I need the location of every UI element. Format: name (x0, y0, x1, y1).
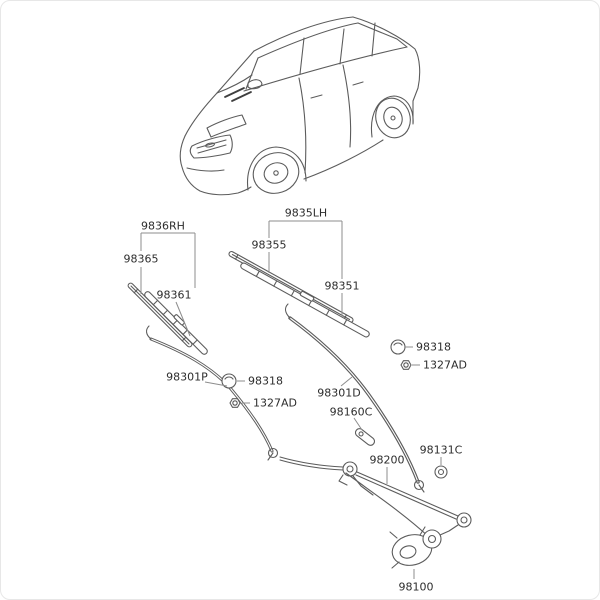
motor-end-cap (399, 545, 417, 559)
car-c-pillar (339, 28, 345, 65)
car-roofline (253, 16, 354, 52)
blade-hatching (152, 299, 198, 345)
wiper-blade-rh (144, 291, 208, 355)
car-wipers-mark (224, 87, 252, 102)
car-mirror (247, 79, 263, 90)
hex-nut-icon (400, 360, 412, 370)
car-hood (184, 92, 218, 137)
arm-shaft-core (150, 338, 273, 452)
part-label-1327ad-right[interactable]: 1327AD (423, 359, 467, 372)
linkage-right-pivot (456, 512, 472, 528)
car-rear-tire (375, 97, 411, 139)
hex-nut-icon (229, 398, 241, 408)
car-grille-bars (196, 139, 227, 154)
linkage-right-pivot-shaft (460, 516, 468, 524)
part-label-98318-right[interactable]: 98318 (416, 341, 451, 354)
part-label-98200[interactable]: 98200 (370, 454, 405, 467)
part-label-98160c[interactable]: 98160C (330, 406, 373, 419)
car-quarter-glass (357, 22, 408, 48)
wiper-arm-d (285, 303, 425, 493)
wiper-blade-lh (240, 262, 370, 338)
arm-pivot (413, 479, 425, 491)
linkage-left-mount (338, 474, 348, 486)
linkage-left-pivot-shaft (346, 465, 354, 473)
car-front-hub (273, 170, 279, 176)
arm-hook (285, 303, 291, 319)
refill-detail (130, 285, 190, 345)
car-door-handle (310, 94, 323, 99)
pivot-cap-icon (390, 339, 406, 355)
car-front-fascia (179, 135, 252, 196)
linkage-main-rod (355, 471, 459, 520)
leader-blade-rh (175, 301, 191, 337)
arm-shaft-core (289, 317, 419, 483)
linkage-left-rod (279, 456, 344, 471)
leader-arm-d (340, 376, 353, 387)
arm-pivot-stud (418, 484, 425, 493)
part-label-98351[interactable]: 98351 (325, 280, 360, 293)
vehicle-outline-illustration (179, 16, 421, 196)
linkage-lower-rod (345, 472, 430, 538)
bracket-rh-group (140, 232, 196, 288)
part-label-98301d[interactable]: 98301D (317, 387, 360, 400)
car-window-top (257, 22, 359, 59)
blade-clip (173, 314, 185, 326)
car-d-pillar (371, 22, 376, 57)
wiper-motor (389, 526, 442, 569)
motor-shaft (427, 534, 437, 544)
leader-arm-p (204, 381, 228, 387)
car-cowl (216, 74, 253, 94)
car-a-pillar (216, 50, 255, 94)
part-label-98365[interactable]: 98365 (124, 253, 159, 266)
car-door-handle (352, 81, 364, 86)
arm-pivot-stud (267, 452, 274, 461)
motor-mount-tabs (389, 526, 426, 569)
car-front-tire (252, 152, 300, 194)
part-label-98361[interactable]: 98361 (157, 289, 192, 302)
motor-gear-housing (422, 529, 442, 549)
car-rear-door-seam (342, 64, 352, 148)
car-b-pillar (299, 37, 305, 75)
car-rear-hub (390, 115, 396, 121)
blade-hatching (255, 270, 348, 326)
part-label-98318-mid[interactable]: 98318 (248, 375, 283, 388)
bracket-lh-group (268, 220, 343, 279)
blade-strip (240, 262, 370, 338)
arm-hook (146, 325, 152, 340)
car-beltline (243, 46, 408, 92)
mounting-bracket (354, 428, 376, 446)
leader-lines (140, 220, 442, 579)
part-label-98131c[interactable]: 98131C (420, 444, 463, 457)
leader-bracket (353, 417, 363, 431)
part-labels: 9836RH 98365 98361 9835LH 98355 98351 98… (124, 207, 468, 594)
car-grille (189, 134, 233, 159)
car-front-rim (263, 162, 289, 184)
part-label-9835lh[interactable]: 9835LH (285, 207, 327, 220)
part-label-1327ad-mid[interactable]: 1327AD (253, 397, 297, 410)
wiper-arm-p (146, 325, 279, 461)
arm-pivot (267, 447, 279, 459)
car-bumper-line (186, 167, 225, 172)
linkage-frame (352, 475, 374, 496)
part-label-98100[interactable]: 98100 (399, 581, 434, 594)
car-front-wheel-arch (246, 146, 307, 191)
car-rocker (303, 139, 384, 180)
part-label-98301p[interactable]: 98301P (166, 371, 208, 384)
part-label-9836rh[interactable]: 9836RH (141, 220, 185, 233)
car-rear-wheel-arch (370, 95, 414, 138)
blade-clip (299, 290, 315, 302)
washer-icon (434, 465, 448, 479)
car-rear-edge (352, 16, 421, 124)
arm-shaft (149, 337, 274, 453)
car-rear-rim (383, 106, 403, 130)
linkage-left-pivot (342, 461, 358, 477)
part-label-98355[interactable]: 98355 (252, 239, 287, 252)
pivot-cap-icon (221, 373, 237, 389)
car-headlight (206, 114, 247, 138)
car-badge (205, 142, 215, 148)
car-front-door-seam (298, 77, 307, 174)
